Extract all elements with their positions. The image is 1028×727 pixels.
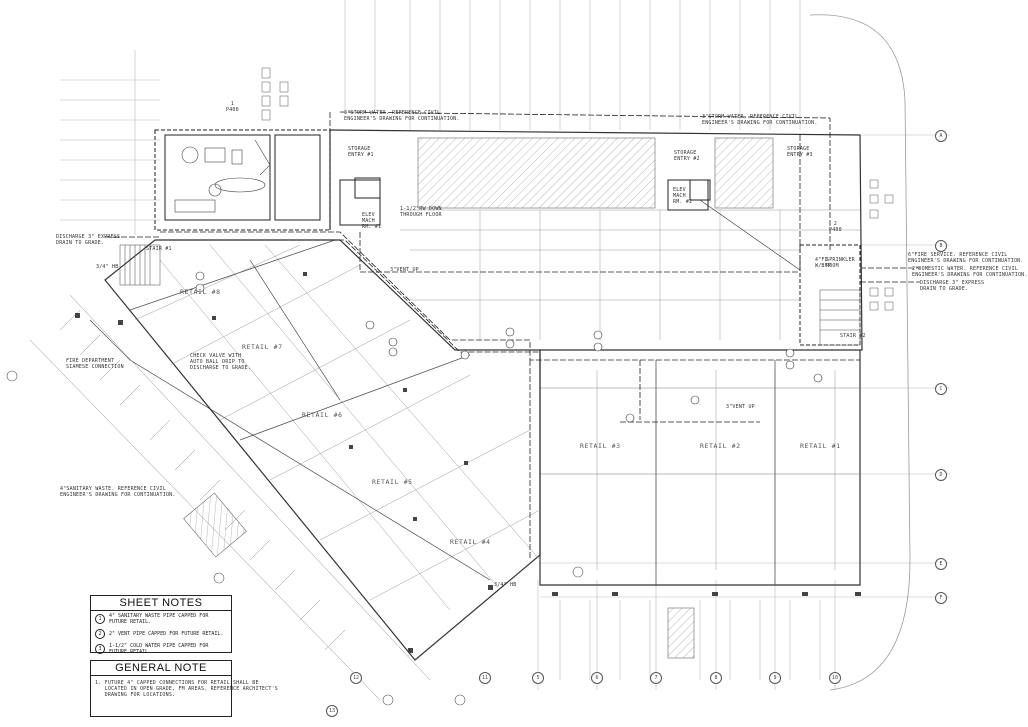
note-fire-department: FIRE DEPARTMENT SIAMESE CONNECTION — [66, 358, 124, 370]
note-fd-bfp: 4"FD W/BFP — [815, 257, 832, 269]
sheet-note-text: 1-1/2" COLD WATER PIPE CAPPED FOR FUTURE… — [109, 643, 209, 655]
sheet-note-item: 2 2" VENT PIPE CAPPED FOR FUTURE RETAIL. — [91, 627, 231, 641]
grid-bubble-b: B — [935, 240, 947, 252]
room-storage-2: STORAGE ENTRY #2 — [674, 150, 700, 162]
note-vent-up-2: 3"VENT UP — [726, 404, 755, 410]
sheet-note-number: 1 — [95, 614, 105, 624]
note-discharge-left: DISCHARGE 3" EXPRESS DRAIN TO GRADE. — [56, 234, 121, 246]
room-stair-1: STAIR #1 — [146, 246, 172, 252]
note-storm-water-2: 3"STORM WATER. REFERENCE CIVIL ENGINEER'… — [702, 114, 818, 126]
room-storage-3: STORAGE ENTRY #3 — [787, 146, 813, 158]
note-sanitary-waste: 4"SANITARY WASTE. REFERENCE CIVIL ENGINE… — [60, 486, 176, 498]
grid-bubble-f: F — [935, 592, 947, 604]
room-retail-6: RETAIL #6 — [302, 411, 343, 419]
grid-bubble-5: 5 — [532, 672, 544, 684]
sheet-note-text: 2" VENT PIPE CAPPED FOR FUTURE RETAIL. — [109, 631, 224, 637]
grid-bubble-d: D — [935, 469, 947, 481]
room-retail-7: RETAIL #7 — [242, 343, 283, 351]
detail-ref-1: 1 P400 — [226, 101, 239, 113]
grid-bubble-e: E — [935, 558, 947, 570]
note-discharge-right: DISCHARGE 3" EXPRESS DRAIN TO GRADE. — [920, 280, 985, 292]
note-hb-1: 3/4" HB — [96, 264, 119, 270]
grid-bubble-10: 10 — [829, 672, 841, 684]
grid-bubble-9: 9 — [769, 672, 781, 684]
general-note-title: GENERAL NOTE — [91, 661, 231, 676]
note-vent-up-1: 3"VENT UP — [390, 267, 419, 273]
room-elev-mach-2: ELEV MACH RM. #2 — [673, 187, 693, 205]
grid-bubble-7: 7 — [650, 672, 662, 684]
room-retail-2: RETAIL #2 — [700, 442, 741, 450]
sheet-note-text: 4" SANITARY WASTE PIPE CAPPED FOR FUTURE… — [109, 613, 209, 625]
grid-bubble-c: C — [935, 383, 947, 395]
note-fire-service: 6"FIRE SERVICE. REFERENCE CIVIL ENGINEER… — [908, 252, 1024, 264]
sheet-notes-title: SHEET NOTES — [91, 596, 231, 611]
note-hb-2: 3/4" HB — [494, 582, 517, 588]
grid-bubble-11: 11 — [479, 672, 491, 684]
room-retail-3: RETAIL #3 — [580, 442, 621, 450]
grid-bubble-12: 12 — [350, 672, 362, 684]
room-retail-8: RETAIL #8 — [180, 288, 221, 296]
general-note-text: 1. FUTURE 4" CAPPED CONNECTIONS FOR RETA… — [95, 680, 278, 698]
sheet-note-number: 2 — [95, 629, 105, 639]
room-retail-1: RETAIL #1 — [800, 442, 841, 450]
grid-bubble-6: 6 — [591, 672, 603, 684]
note-domestic-water: 2"DOMESTIC WATER. REFERENCE CIVIL ENGINE… — [912, 266, 1028, 278]
room-storage-1: STORAGE ENTRY #1 — [348, 146, 374, 158]
grid-bubble-8: 8 — [710, 672, 722, 684]
sheet-notes-box: SHEET NOTES 1 4" SANITARY WASTE PIPE CAP… — [90, 595, 232, 655]
room-elev-mach-1: ELEV MACH RM. #1 — [362, 212, 382, 230]
grid-bubble-13: 13 — [326, 705, 338, 717]
general-note-box: GENERAL NOTE 1. FUTURE 4" CAPPED CONNECT… — [90, 660, 278, 717]
room-stair-2: STAIR #2 — [840, 333, 866, 339]
note-rw-down: 1-1/2"RW DOWN THROUGH FLOOR — [400, 206, 442, 218]
sheet-note-item: 1 4" SANITARY WASTE PIPE CAPPED FOR FUTU… — [91, 611, 231, 627]
grid-lines — [60, 0, 950, 690]
note-check-valve: CHECK VALVE WITH AUTO BALL DRIP TO DISCH… — [190, 353, 251, 371]
note-storm-water-1: 3"STORM WATER. REFERENCE CIVIL ENGINEER'… — [344, 110, 460, 122]
plumbing-floor-plan — [6, 0, 950, 706]
room-retail-5: RETAIL #5 — [372, 478, 413, 486]
detail-ref-2: 2 P400 — [829, 221, 842, 233]
sheet-note-item: 3 1-1/2" COLD WATER PIPE CAPPED FOR FUTU… — [91, 641, 231, 657]
sheet-note-number: 3 — [95, 644, 105, 654]
room-sprinkler: SPRINKLER ROOM — [826, 257, 855, 269]
room-retail-4: RETAIL #4 — [450, 538, 491, 546]
grid-bubble-a: A — [935, 130, 947, 142]
